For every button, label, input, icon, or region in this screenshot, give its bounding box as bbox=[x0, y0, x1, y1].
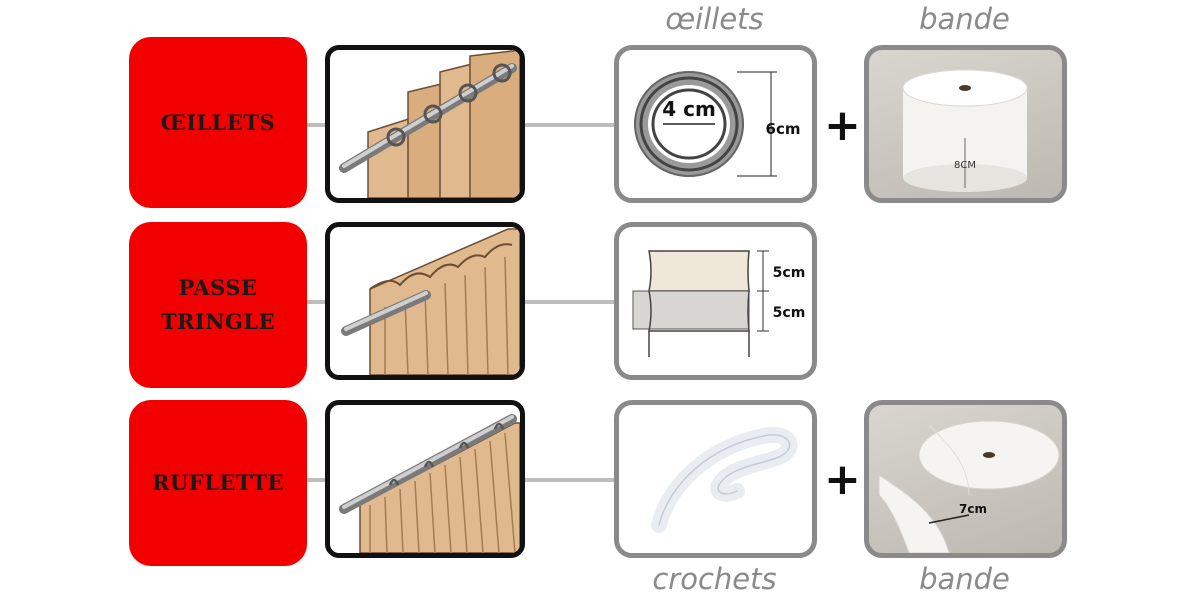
header-crochets: crochets bbox=[652, 562, 777, 596]
curtain-ruflette-illustration bbox=[325, 400, 525, 558]
tape-roll-photo-top: 8CM bbox=[864, 45, 1067, 203]
connector-row3-b bbox=[520, 478, 615, 482]
eyelet-outer-size: 6cm bbox=[766, 120, 801, 138]
row-label-oeillets: ŒILLETS bbox=[129, 37, 307, 208]
row-label-ruflette: RUFLETTE bbox=[129, 400, 307, 566]
plus-sign-top: + bbox=[824, 100, 861, 151]
row-label-passe-tringle: PASSE TRINGLE bbox=[129, 222, 307, 388]
tape-roll-photo-bottom: 7cm bbox=[864, 400, 1067, 558]
connector-row1-b bbox=[520, 123, 615, 127]
header-oeillets: œillets bbox=[665, 2, 764, 36]
connector-row1-a bbox=[305, 123, 330, 127]
row-label-oeillets-text: ŒILLETS bbox=[160, 109, 276, 135]
header-bande-top: bande bbox=[919, 2, 1010, 36]
header-bande-bottom: bande bbox=[919, 562, 1010, 596]
eyelet-diagram: 4 cm 6cm bbox=[614, 45, 817, 203]
tape-bottom-size: 7cm bbox=[959, 502, 987, 516]
connector-row2-b bbox=[520, 300, 615, 304]
passe-upper-size: 5cm bbox=[773, 265, 806, 281]
curtain-passe-tringle-illustration bbox=[325, 222, 525, 380]
eyelet-inner-size: 4 cm bbox=[662, 97, 716, 121]
row-label-ruflette-text: RUFLETTE bbox=[152, 470, 284, 496]
plus-sign-bottom: + bbox=[824, 454, 861, 505]
hook-diagram bbox=[614, 400, 817, 558]
tape-top-size: 8CM bbox=[954, 160, 976, 171]
connector-row3-a bbox=[305, 478, 330, 482]
row-label-passe-tringle-text: PASSE TRINGLE bbox=[160, 275, 276, 334]
passe-tringle-diagram: 5cm 5cm bbox=[614, 222, 817, 380]
passe-lower-size: 5cm bbox=[773, 305, 806, 321]
connector-row2-a bbox=[305, 300, 330, 304]
curtain-eyelet-illustration bbox=[325, 45, 525, 203]
